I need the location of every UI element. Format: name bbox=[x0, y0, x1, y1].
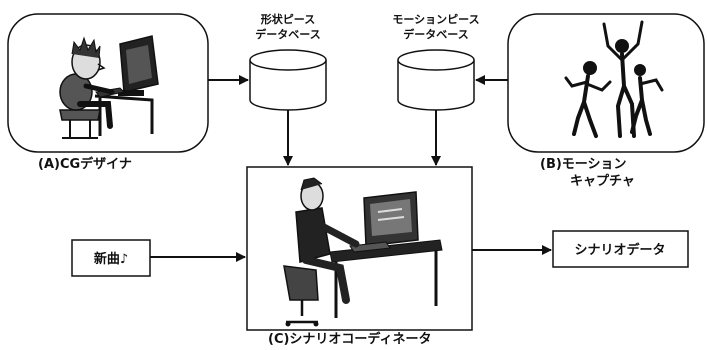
input-box-label: 新曲♪ bbox=[94, 251, 128, 267]
output-box-label: シナリオデータ bbox=[574, 242, 665, 258]
coordinator-role-label: (C)シナリオコーディネータ bbox=[268, 332, 432, 347]
output-box bbox=[552, 230, 689, 268]
shape-database-label-line1: 形状ピース bbox=[260, 13, 316, 26]
capture-role-label-line2: キャプチャ bbox=[570, 174, 635, 189]
shape-database-label: 形状ピース データベース bbox=[248, 12, 328, 42]
shape-database bbox=[249, 49, 327, 111]
motion-database bbox=[397, 49, 475, 111]
coordinator-panel bbox=[246, 166, 473, 331]
motion-database-label: モーションピース データベース bbox=[380, 12, 492, 42]
capture-panel bbox=[507, 13, 705, 153]
arrows bbox=[150, 75, 552, 262]
designer-role-label: (A)CGデザイナ bbox=[38, 157, 132, 172]
capture-role-label: (B)モーション キャプチャ bbox=[540, 156, 635, 190]
motion-database-label-line2: データベース bbox=[403, 28, 469, 41]
capture-role-label-line1: (B)モーション bbox=[540, 157, 627, 172]
scenario-coordinator-icon bbox=[283, 177, 443, 327]
designer-panel bbox=[7, 13, 209, 153]
shape-database-label-line2: データベース bbox=[255, 28, 321, 41]
motion-database-label-line1: モーションピース bbox=[392, 13, 480, 26]
cg-designer-icon bbox=[59, 35, 159, 139]
motion-capture-icon bbox=[564, 20, 664, 138]
input-box bbox=[71, 239, 151, 277]
